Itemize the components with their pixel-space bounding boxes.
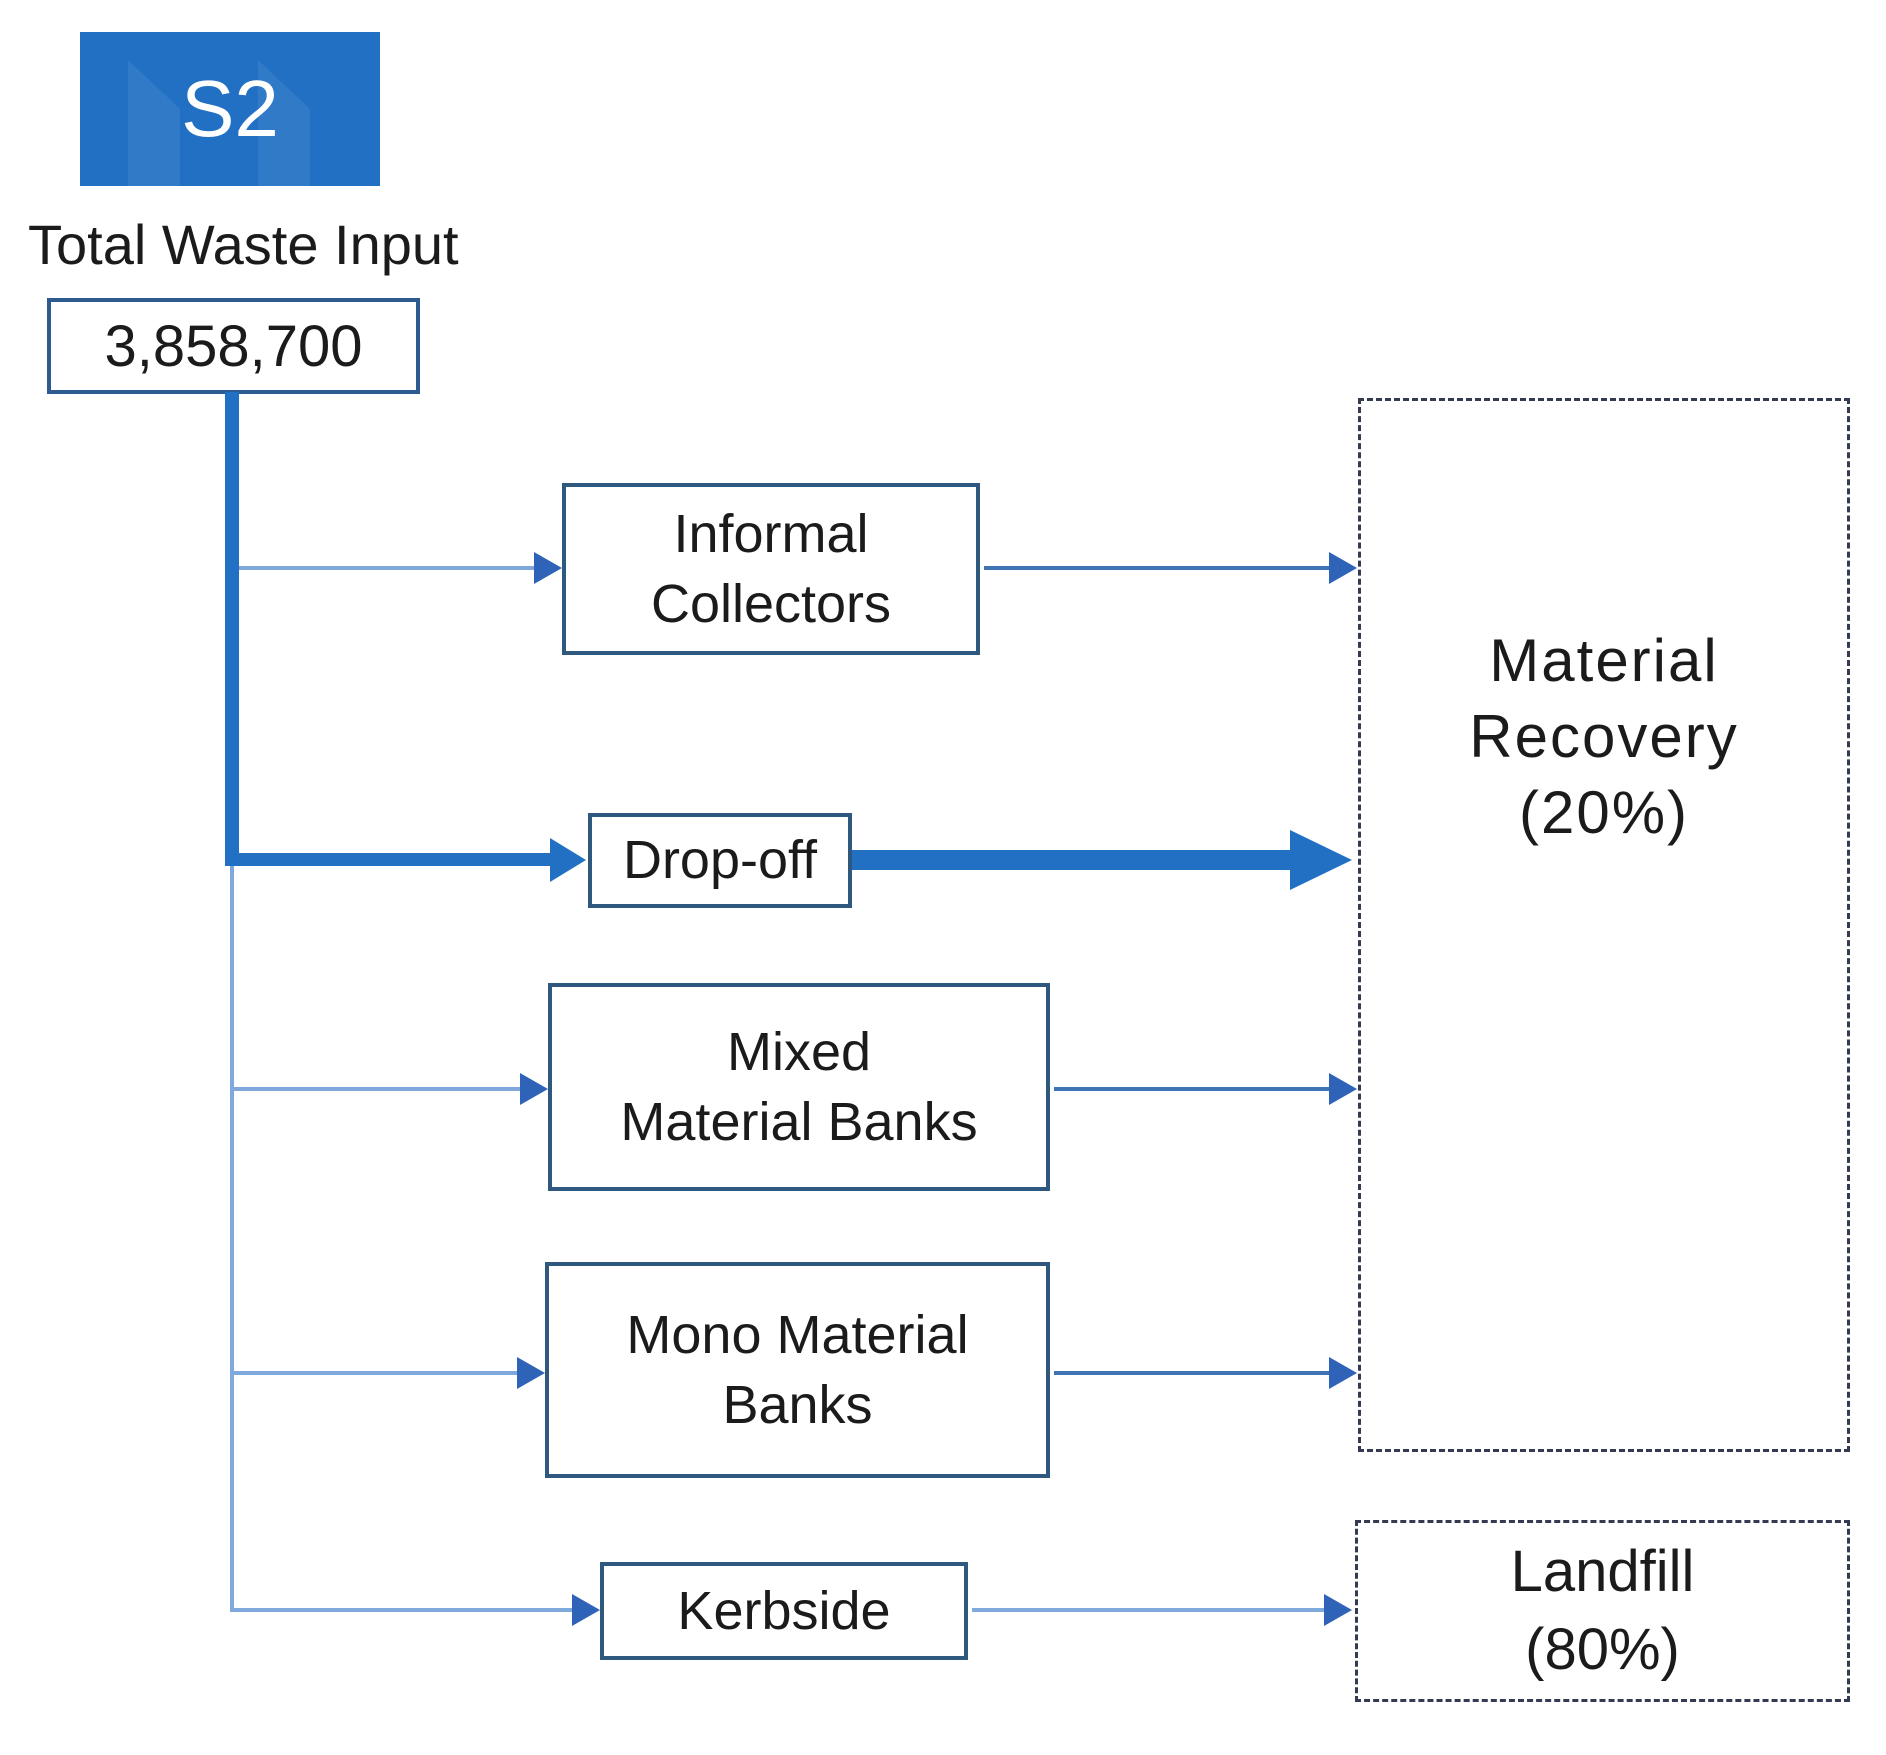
channel-box-mixed-material-banks: Mixed Material Banks bbox=[548, 983, 1050, 1191]
channel-box-dropoff: Drop-off bbox=[588, 813, 852, 908]
trunk-line-thin bbox=[230, 862, 234, 1612]
arrowhead-into-mixed-icon bbox=[520, 1073, 548, 1105]
outcome-label-line: (80%) bbox=[1525, 1617, 1680, 1682]
outcome-box-material-recovery: Material Recovery (20%) bbox=[1358, 398, 1850, 1452]
channel-box-kerbside: Kerbside bbox=[600, 1562, 968, 1660]
outcome-label-line: Recovery bbox=[1469, 703, 1739, 771]
arrowhead-into-kerbside-icon bbox=[572, 1594, 600, 1626]
outcome-label-line: (20%) bbox=[1518, 779, 1690, 847]
total-waste-value: 3,858,700 bbox=[104, 313, 363, 379]
total-waste-input-label: Total Waste Input bbox=[28, 213, 459, 276]
channel-label: Collectors bbox=[650, 574, 892, 634]
scenario-badge-label: S2 bbox=[181, 64, 279, 153]
channel-label: Mono Material bbox=[626, 1304, 969, 1365]
material-recovery-label: Material Recovery (20%) bbox=[1361, 401, 1847, 852]
channel-label: Banks bbox=[722, 1375, 873, 1435]
trunk-line-thick bbox=[225, 392, 239, 866]
line-informal-to-recovery bbox=[984, 566, 1334, 570]
outcome-label-line: Landfill bbox=[1510, 1538, 1695, 1604]
channel-label: Drop-off bbox=[622, 830, 818, 891]
arrowhead-kerbside-to-landfill-icon bbox=[1324, 1594, 1352, 1626]
arrowhead-into-informal-icon bbox=[534, 552, 562, 584]
branch-line-informal bbox=[239, 566, 535, 570]
branch-line-mixed bbox=[232, 1087, 520, 1091]
arrowhead-mixed-to-recovery-icon bbox=[1329, 1073, 1357, 1105]
branch-line-kerbside bbox=[232, 1608, 572, 1612]
channel-label: Informal bbox=[673, 503, 869, 564]
total-waste-value-box: 3,858,700 bbox=[47, 298, 420, 394]
badge-chevron-decoration bbox=[258, 60, 380, 186]
branch-line-mono bbox=[232, 1371, 517, 1375]
channel-label: Mixed bbox=[726, 1021, 872, 1082]
line-kerbside-to-landfill bbox=[972, 1608, 1324, 1612]
badge-chevron-decoration bbox=[128, 60, 250, 186]
arrowhead-into-mono-icon bbox=[517, 1357, 545, 1389]
line-mixed-to-recovery bbox=[1054, 1087, 1330, 1091]
channel-box-informal: Informal Collectors bbox=[562, 483, 980, 655]
line-dropoff-to-recovery-thick bbox=[852, 850, 1294, 870]
arrowhead-mono-to-recovery-icon bbox=[1329, 1357, 1357, 1389]
channel-label: Material Banks bbox=[620, 1092, 978, 1152]
arrowhead-into-dropoff-icon bbox=[550, 838, 586, 882]
channel-box-mono-material-banks: Mono Material Banks bbox=[545, 1262, 1050, 1478]
scenario-badge: S2 bbox=[80, 32, 380, 186]
branch-line-dropoff-thick bbox=[225, 853, 555, 866]
arrowhead-dropoff-to-recovery-icon bbox=[1290, 830, 1352, 890]
arrowhead-informal-to-recovery-icon bbox=[1329, 552, 1357, 584]
outcome-label-line: Material bbox=[1489, 627, 1719, 694]
outcome-box-landfill: Landfill (80%) bbox=[1355, 1520, 1850, 1702]
line-mono-to-recovery bbox=[1054, 1371, 1330, 1375]
channel-label: Kerbside bbox=[677, 1580, 891, 1641]
